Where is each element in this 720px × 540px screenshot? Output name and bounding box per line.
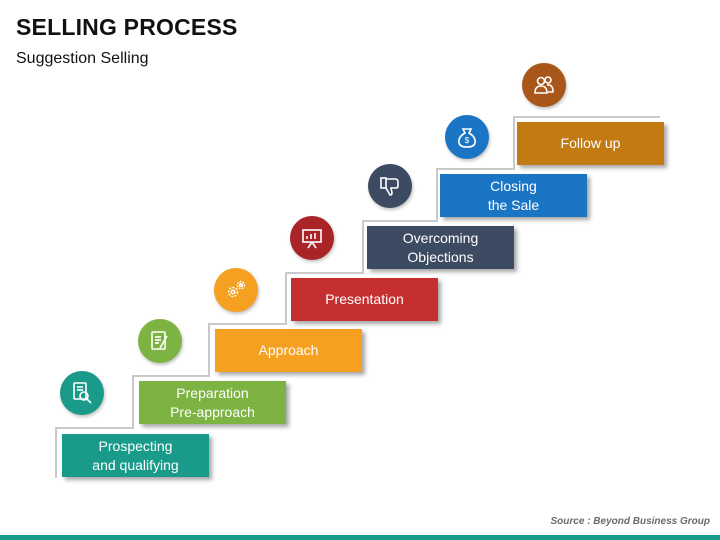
checklist-pencil-icon xyxy=(138,319,182,363)
gears-icon xyxy=(214,268,258,312)
money-bag-icon: $ xyxy=(445,115,489,159)
step-prospecting: Prospecting and qualifying xyxy=(62,434,209,477)
page-title: SELLING PROCESS xyxy=(16,14,238,40)
step-follow-up: Follow up xyxy=(517,122,664,165)
magnifier-document-icon xyxy=(60,371,104,415)
thumbs-down-icon xyxy=(368,164,412,208)
step-approach: Approach xyxy=(215,329,362,372)
source-note: Source : Beyond Business Group xyxy=(550,516,710,527)
step-closing: Closing the Sale xyxy=(440,174,587,217)
step-objections: Overcoming Objections xyxy=(367,226,514,269)
step-presentation: Presentation xyxy=(291,278,438,321)
page-subtitle: Suggestion Selling xyxy=(16,50,149,67)
users-icon xyxy=(522,63,566,107)
bottom-accent-bar xyxy=(0,535,720,540)
step-preparation: Preparation Pre-approach xyxy=(139,381,286,424)
presentation-board-icon xyxy=(290,216,334,260)
svg-text:$: $ xyxy=(465,136,470,145)
